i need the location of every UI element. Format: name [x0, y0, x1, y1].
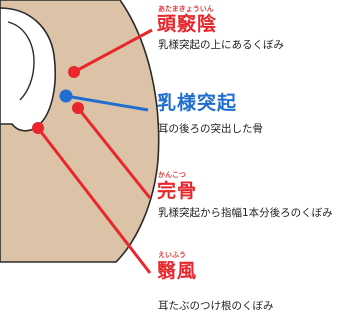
- point-nyuyoutokki: [60, 90, 73, 103]
- atamakyouin-ruby: あたまきょういん: [158, 6, 214, 13]
- atamakyouin-desc: 乳様突起の上にあるくぼみ: [158, 40, 284, 51]
- kankotsu-ruby: かんこつ: [158, 172, 186, 179]
- eifuu-name: 翳風: [157, 262, 197, 281]
- kankotsu-desc: 乳様突起から指幅1本分後ろのくぼみ: [158, 208, 333, 219]
- atamakyouin-name: 頭竅陰: [157, 15, 217, 34]
- nyuyoutokki-desc: 耳の後ろの突出した骨: [158, 124, 263, 135]
- point-atamakyouin: [68, 66, 80, 78]
- nyuyoutokki-name: 乳様突起: [157, 94, 237, 113]
- eifuu-ruby: えいふう: [158, 252, 186, 259]
- point-eifuu: [32, 122, 44, 134]
- kankotsu-name: 完骨: [157, 182, 197, 201]
- point-kankotsu: [72, 102, 84, 114]
- eifuu-desc: 耳たぶのつけ根のくぼみ: [158, 301, 274, 312]
